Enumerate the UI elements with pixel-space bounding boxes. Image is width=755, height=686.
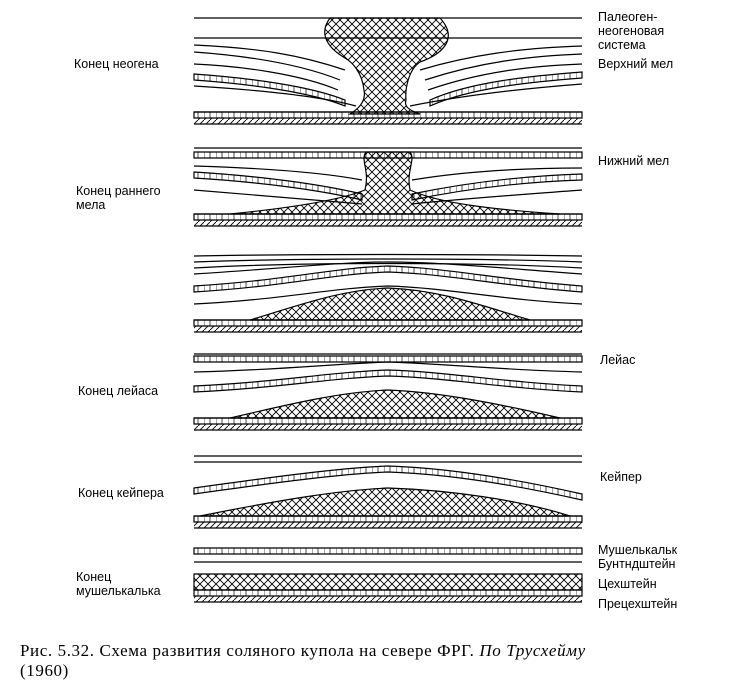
label-end-muschelkalk: Конец мушелькалька [76, 570, 161, 598]
panel-end-muschelkalk [193, 547, 583, 603]
figure-caption: Рис. 5.32. Схема развития соляного купол… [20, 641, 740, 681]
label-end-keuper: Конец кейпера [78, 486, 164, 500]
label-keuper: Кейпер [600, 470, 642, 484]
label-end-lias: Конец лейаса [78, 384, 159, 398]
label-upper-cretaceous: Верхний мел [598, 57, 674, 71]
panel-end-early-cretaceous [193, 147, 583, 227]
caption-year: (1960) [20, 661, 69, 680]
label-end-early-cretaceous: Конец раннего мела [76, 184, 161, 212]
panel-intermediate [193, 253, 583, 333]
label-zechstein: Цехштейн [598, 577, 657, 591]
label-muschelkalk: Мушелькальк [598, 543, 678, 557]
label-buntsandstein: Бунтндштейн [598, 557, 676, 571]
label-paleogene-neogene: Палеоген- неогеновая система [598, 10, 665, 52]
label-lias: Лейас [600, 353, 636, 367]
label-pre-zechstein: Прецехштейн [598, 597, 678, 611]
panel-end-lias [193, 353, 583, 431]
caption-author: По Трусхейму [479, 641, 586, 660]
panel-end-keuper [193, 455, 583, 529]
label-end-neogene: Конец неогена [74, 57, 159, 71]
label-lower-cretaceous: Нижний мел [598, 154, 670, 168]
caption-text: Рис. 5.32. Схема развития соляного купол… [20, 641, 475, 660]
panel-end-neogene [193, 17, 583, 125]
